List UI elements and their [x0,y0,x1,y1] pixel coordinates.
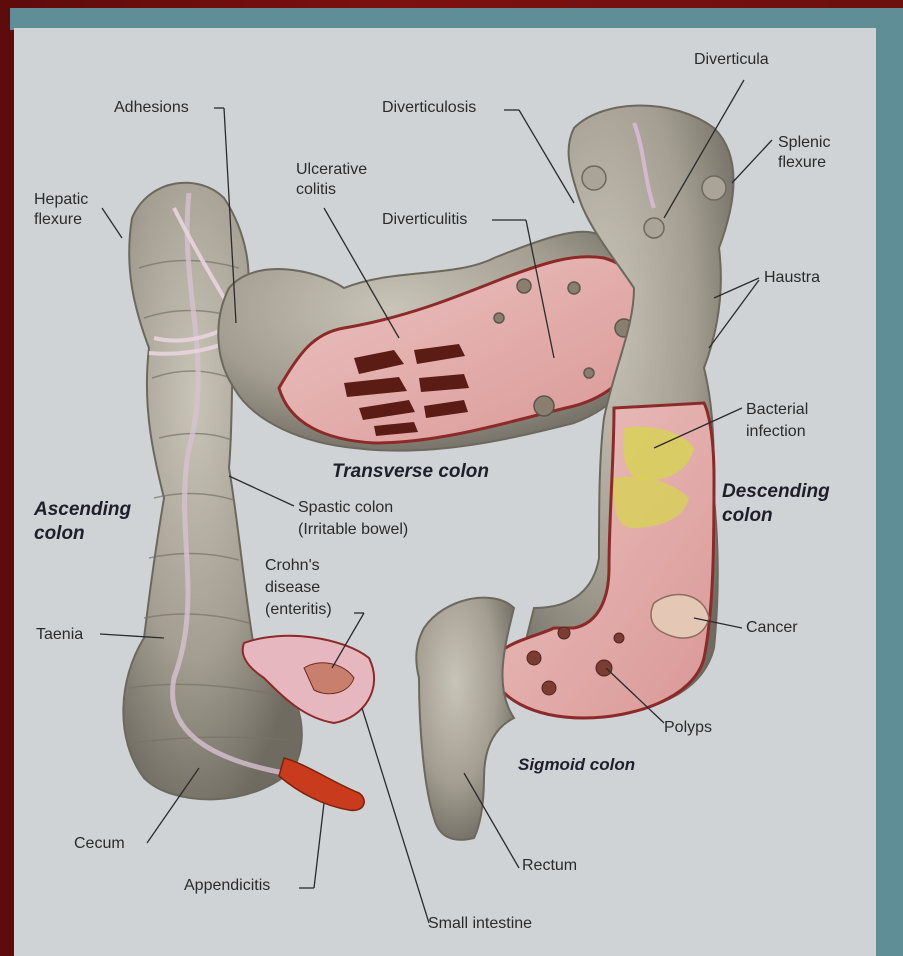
label-crohns-1: Crohn's [265,556,320,575]
label-splenic-flexure-2: flexure [778,153,826,172]
diagram-panel: Adhesions Hepatic flexure Ulcerative col… [14,28,876,956]
region-ascending-colon-2: colon [34,522,85,545]
label-taenia: Taenia [36,625,83,644]
frame-band-right [876,8,903,956]
label-diverticulitis: Diverticulitis [382,210,467,229]
label-rectum: Rectum [522,856,577,875]
frame-band-top [10,8,903,30]
label-cancer: Cancer [746,618,798,637]
sigmoid-rectum [416,598,514,840]
region-descending-colon-1: Descending [722,480,830,503]
label-hepatic-flexure-1: Hepatic [34,190,88,209]
label-diverticulosis: Diverticulosis [382,98,476,117]
label-ulcerative-colitis-1: Ulcerative [296,160,367,179]
label-splenic-flexure-1: Splenic [778,133,830,152]
label-spastic-colon-1: Spastic colon [298,498,393,517]
appendix [279,758,364,810]
label-hepatic-flexure-2: flexure [34,210,82,229]
label-ulcerative-colitis-2: colitis [296,180,336,199]
region-sigmoid-colon: Sigmoid colon [518,753,635,776]
label-small-intestine: Small intestine [428,914,532,933]
label-bacterial-infection-1: Bacterial [746,400,808,419]
label-diverticula: Diverticula [694,50,769,69]
label-spastic-colon-2: (Irritable bowel) [298,520,408,539]
label-crohns-3: (enteritis) [265,600,332,619]
label-polyps: Polyps [664,718,712,737]
label-haustra: Haustra [764,268,820,287]
label-bacterial-infection-2: infection [746,422,806,441]
label-cecum: Cecum [74,834,125,853]
transverse-colon [218,232,654,451]
label-adhesions: Adhesions [114,98,189,117]
label-crohns-2: disease [265,578,320,597]
label-appendicitis: Appendicitis [184,876,270,895]
region-descending-colon-2: colon [722,504,773,527]
region-ascending-colon-1: Ascending [34,498,131,521]
region-transverse-colon: Transverse colon [332,460,489,483]
